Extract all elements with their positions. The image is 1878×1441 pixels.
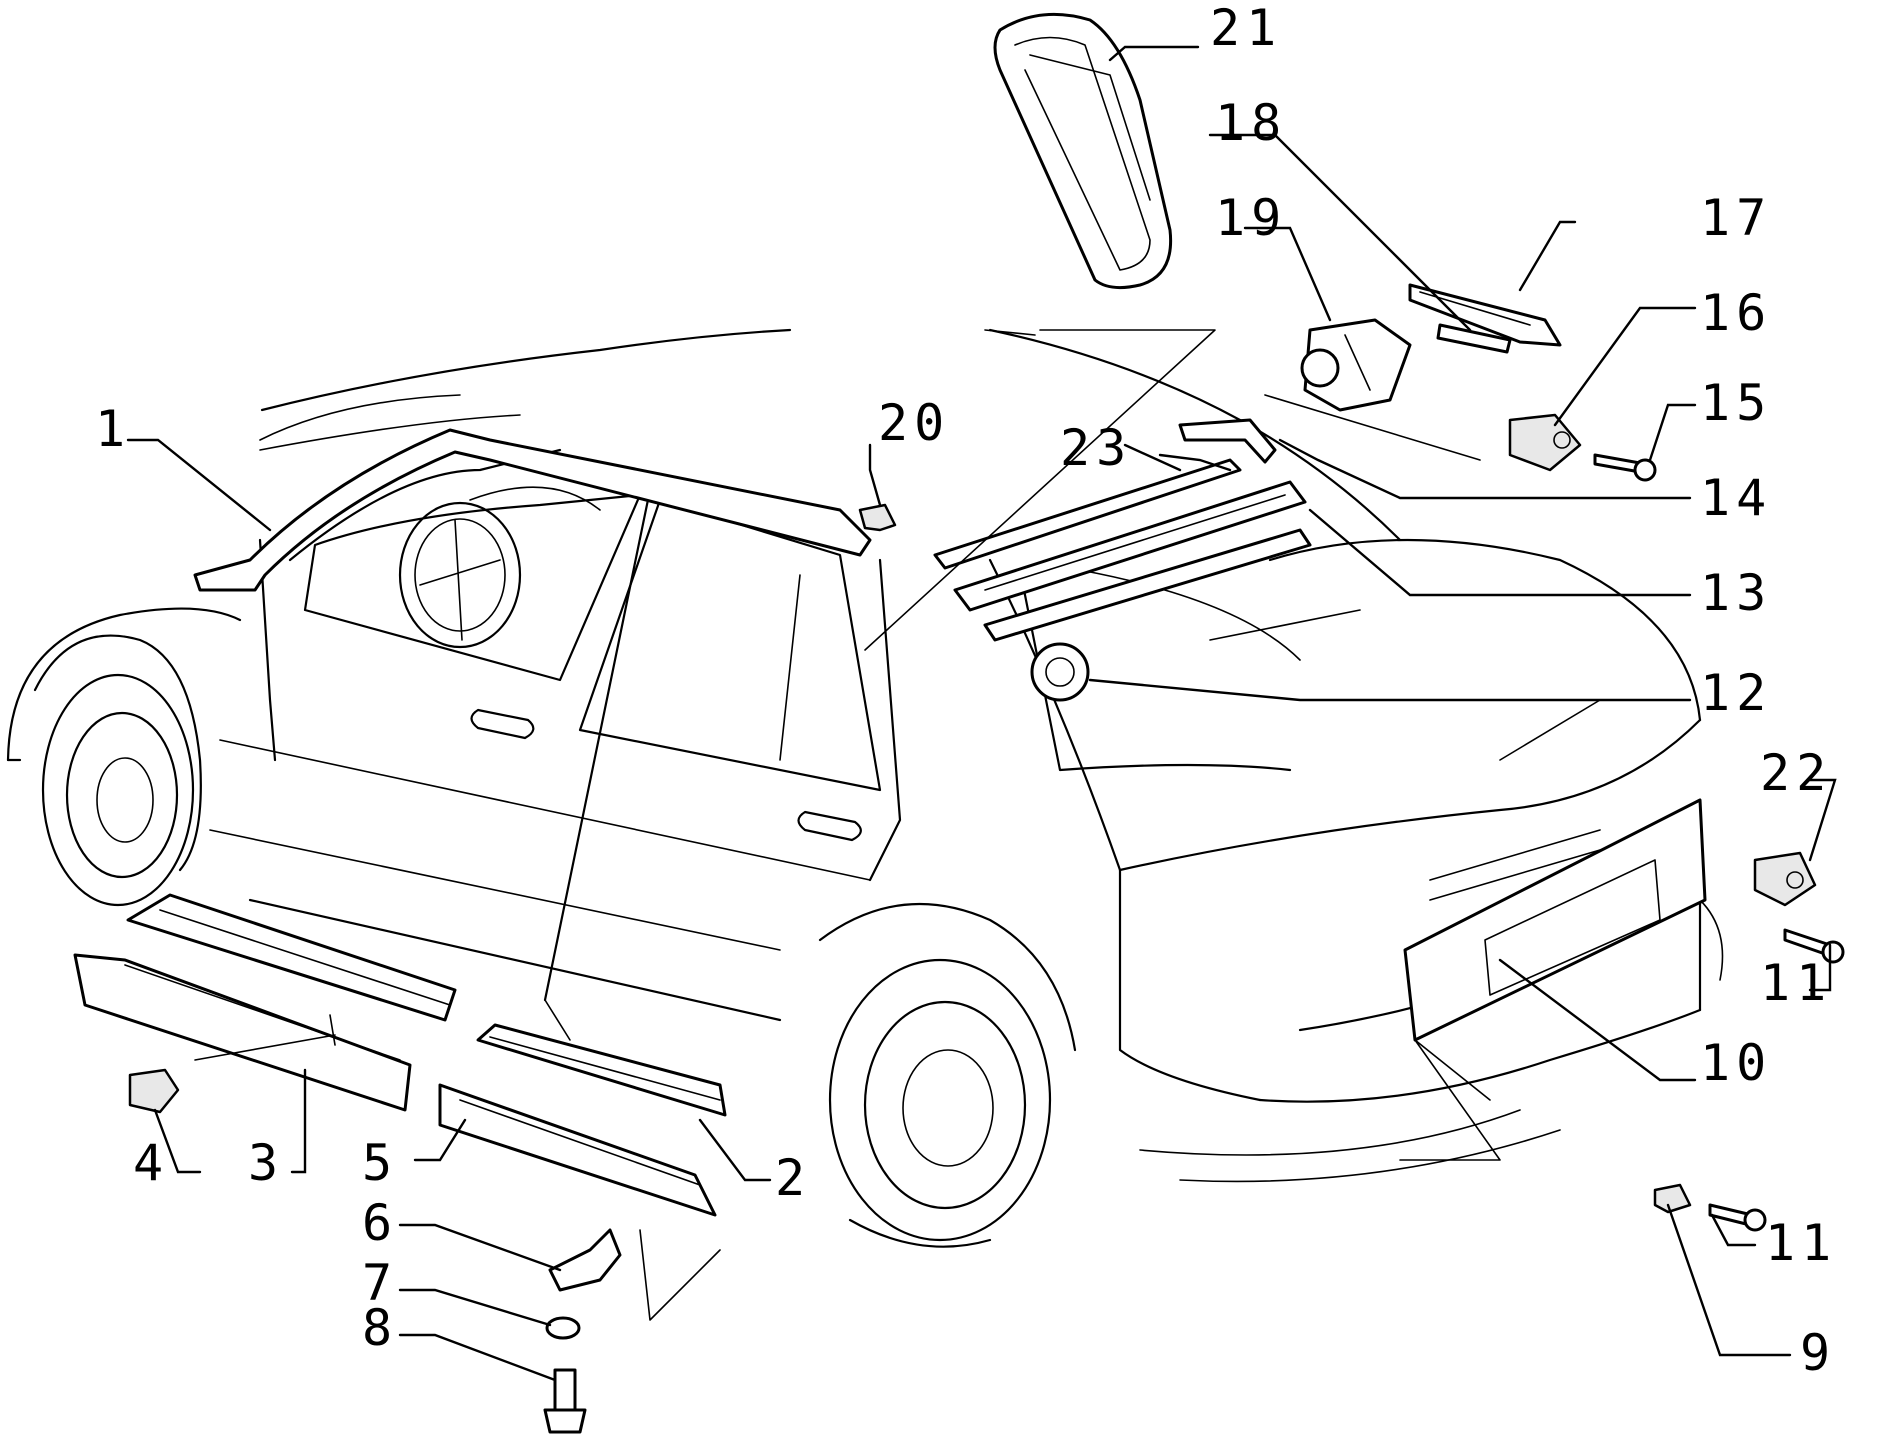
part-22-cage-nut	[1753, 851, 1817, 907]
callout-6: 6	[362, 1194, 398, 1252]
callout-13: 13	[1700, 564, 1772, 622]
part-23-seal	[933, 458, 1242, 570]
part-11-screw-upper	[1783, 928, 1845, 964]
callout-10: 10	[1700, 1034, 1772, 1092]
callout-8: 8	[362, 1299, 398, 1357]
part-21-gasket	[993, 12, 1173, 290]
callout-12: 12	[1700, 664, 1772, 722]
part-18-trim	[1436, 323, 1512, 354]
callout-3: 3	[248, 1134, 284, 1192]
callout-5: 5	[362, 1134, 398, 1192]
callout-11-upper: 11	[1760, 954, 1832, 1012]
callout-23: 23	[1060, 419, 1132, 477]
part-20-clip	[858, 503, 897, 532]
part-13-strip	[953, 480, 1312, 642]
callout-2: 2	[775, 1149, 811, 1207]
callout-7: 7	[362, 1254, 398, 1312]
part-4-plug	[128, 1068, 180, 1114]
part-2-sill-moulding	[126, 893, 727, 1117]
callout-22: 22	[1760, 744, 1832, 802]
car-body	[6, 328, 1724, 1248]
part-1-door-frame-moulding	[193, 428, 872, 592]
callout-labels: 1 2 3 4 5 6 7 8 9 10 11 11 12 13 14 15 1…	[95, 0, 1837, 1382]
part-9-clip	[1653, 1183, 1692, 1214]
part-16-cage-nut	[1508, 413, 1582, 472]
callout-17: 17	[1700, 189, 1772, 247]
callout-19: 19	[1215, 189, 1287, 247]
part-7-washer	[545, 1316, 581, 1340]
callout-21: 21	[1210, 0, 1282, 57]
part-8-bolt	[543, 1368, 587, 1434]
part-5-sill-cover	[438, 1083, 717, 1217]
part-19-lamp	[1300, 318, 1412, 412]
callout-18: 18	[1215, 94, 1287, 152]
part-14-trim	[1178, 418, 1277, 464]
part-6-bracket	[548, 1228, 622, 1292]
callout-1: 1	[95, 400, 131, 458]
callout-15: 15	[1700, 374, 1772, 432]
part-15-screw	[1593, 453, 1657, 482]
part-11-screw-lower	[1708, 1203, 1767, 1232]
callout-14: 14	[1700, 469, 1772, 527]
callout-11-lower: 11	[1765, 1214, 1837, 1272]
part-12-grommet	[1030, 642, 1090, 702]
part-10-plate-holder	[1403, 798, 1707, 1042]
callout-16: 16	[1700, 284, 1772, 342]
callout-4: 4	[133, 1134, 169, 1192]
leader-lines	[126, 45, 1837, 1382]
part-3-sill-cover	[73, 953, 412, 1112]
callout-9: 9	[1800, 1324, 1836, 1382]
callout-20: 20	[878, 394, 950, 452]
